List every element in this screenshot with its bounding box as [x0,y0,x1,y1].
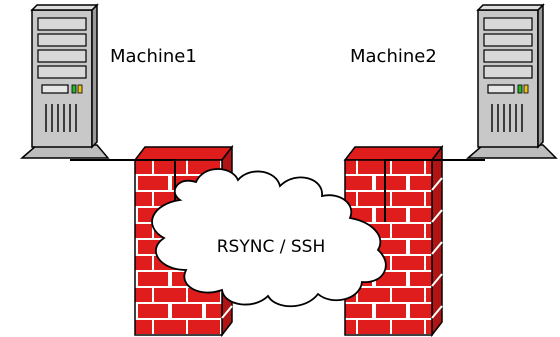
link-label: RSYNC / SSH [217,237,325,257]
network-cloud: RSYNC / SSH [151,168,387,308]
server-tower-icon [19,3,110,159]
machine1-server: Machine1 [19,3,197,159]
machine1-label: Machine1 [110,46,197,67]
server-tower-icon [465,3,558,159]
machine2-server: Machine2 [350,3,558,159]
machine2-label: Machine2 [350,46,437,67]
network-cloud-icon [151,168,387,308]
